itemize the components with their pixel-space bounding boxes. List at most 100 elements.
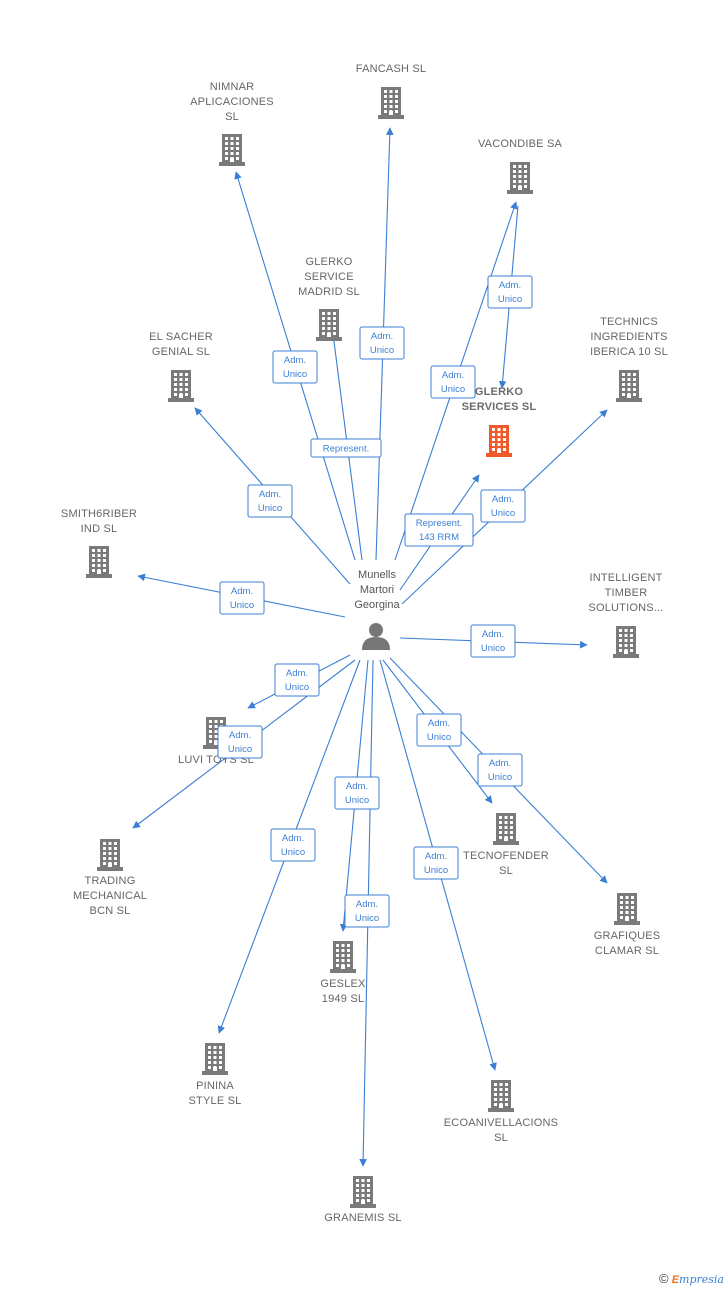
relation-label: Adm. <box>499 280 521 291</box>
company-node-vacondibe[interactable]: VACONDIBE SA <box>478 138 563 194</box>
company-name: IBERICA 10 SL <box>590 346 668 358</box>
company-name: MADRID SL <box>298 286 360 298</box>
person-name: Munells <box>358 569 396 581</box>
company-node-grafiques[interactable]: GRAFIQUES CLAMAR SL <box>594 893 661 957</box>
company-name: SL <box>499 865 513 877</box>
company-name: MECHANICAL <box>73 890 147 902</box>
company-node-fancash[interactable]: FANCASH SL <box>356 63 426 119</box>
company-node-smith6riber[interactable]: SMITH6RIBER IND SL <box>61 508 137 578</box>
relation-label: Unico <box>481 643 505 654</box>
company-name: GRANEMIS SL <box>324 1212 401 1224</box>
relation-badge[interactable]: Adm.Unico <box>470 624 516 658</box>
relation-label: Adm. <box>425 851 447 862</box>
relation-label: Adm. <box>284 355 306 366</box>
building-icon <box>488 1080 514 1112</box>
company-node-glerko-madrid[interactable]: GLERKO SERVICE MADRID SL <box>298 256 360 341</box>
company-name: FANCASH SL <box>356 63 426 75</box>
relation-label: Adm. <box>231 586 253 597</box>
relation-badge[interactable]: Adm.Unico <box>219 581 265 615</box>
person-name: Martori <box>360 584 394 596</box>
relation-label: Unico <box>345 795 369 806</box>
relation-label: Unico <box>285 682 309 693</box>
company-node-ecoanivellacions[interactable]: ECOANIVELLACIONS SL <box>444 1080 558 1144</box>
relation-badge[interactable]: Adm.Unico <box>217 725 263 759</box>
relation-label: Unico <box>370 345 394 356</box>
relation-label: Unico <box>424 865 448 876</box>
building-icon <box>614 893 640 925</box>
company-name: INTELLIGENT <box>589 572 662 584</box>
relation-label: Unico <box>491 508 515 519</box>
relation-label: Adm. <box>356 899 378 910</box>
brand-initial: E <box>671 1274 680 1286</box>
relation-badge[interactable]: Adm.Unico <box>270 828 316 862</box>
company-name: SERVICE <box>304 271 354 283</box>
building-icon <box>86 546 112 578</box>
relation-badge[interactable]: Adm.Unico <box>480 489 526 523</box>
company-name: INGREDIENTS <box>590 331 667 343</box>
company-name: SMITH6RIBER <box>61 508 137 520</box>
company-name: CLAMAR SL <box>595 945 659 957</box>
company-name: GENIAL SL <box>152 346 210 358</box>
relation-label: Adm. <box>259 489 281 500</box>
company-name: SERVICES SL <box>462 401 537 413</box>
company-name: GESLEX <box>320 978 366 990</box>
company-name: GRAFIQUES <box>594 930 661 942</box>
relation-badge[interactable]: Represent. 143 RRM <box>404 513 474 547</box>
relation-badge[interactable]: Adm.Unico <box>430 365 476 399</box>
relation-label: Unico <box>441 384 465 395</box>
company-name: TRADING <box>85 875 136 887</box>
building-icon <box>507 162 533 194</box>
copyright-icon: © <box>659 1271 669 1286</box>
brand-name: mpresia <box>679 1273 724 1286</box>
company-name: SL <box>225 111 239 123</box>
relation-label: Adm. <box>371 331 393 342</box>
building-icon <box>378 87 404 119</box>
relation-badge[interactable]: Adm.Unico <box>477 753 523 787</box>
company-name: IND SL <box>81 523 118 535</box>
footer-brand: © Empresia <box>659 1271 724 1286</box>
relation-badge[interactable]: Adm.Unico <box>272 350 318 384</box>
relation-label: Unico <box>427 732 451 743</box>
relation-label: Unico <box>498 294 522 305</box>
company-name: SL <box>494 1132 508 1144</box>
relation-label: Unico <box>355 913 379 924</box>
building-icon <box>316 309 342 341</box>
building-icon <box>219 134 245 166</box>
relation-label: Adm. <box>282 833 304 844</box>
relation-badge[interactable]: Adm. Unico <box>359 326 405 360</box>
relation-badge[interactable]: Adm. Unico <box>344 894 390 928</box>
relation-label: Adm. <box>229 730 251 741</box>
relation-label: 143 RRM <box>419 532 459 543</box>
relation-label: Adm. <box>346 781 368 792</box>
relation-label: Represent. <box>323 444 369 455</box>
relation-label: Adm. <box>489 758 511 769</box>
company-node-intelligent[interactable]: INTELLIGENTTIMBERSOLUTIONS... <box>588 572 663 658</box>
company-name: 1949 SL <box>322 993 364 1005</box>
person-icon <box>362 623 390 650</box>
company-node-geslex[interactable]: GESLEX 1949 SL <box>320 941 366 1005</box>
building-icon <box>330 941 356 973</box>
building-icon <box>350 1176 376 1208</box>
company-name: TECNOFENDER <box>463 850 549 862</box>
relation-badge[interactable]: Represent. <box>310 438 382 458</box>
relation-badge[interactable]: Adm.Unico <box>247 484 293 518</box>
company-name: GLERKO <box>305 256 352 268</box>
relation-badge[interactable]: Adm. Unico <box>334 776 380 810</box>
relation-badge[interactable]: Adm. Unico <box>413 846 459 880</box>
company-name: EL SACHER <box>149 331 213 343</box>
relation-badge[interactable]: Adm.Unico <box>274 663 320 697</box>
relation-badge[interactable]: Adm. Unico <box>487 275 533 309</box>
relation-label: Represent. <box>416 518 462 529</box>
company-name: ECOANIVELLACIONS <box>444 1117 558 1129</box>
company-node-el-sacher[interactable]: EL SACHER GENIAL SL <box>149 331 213 402</box>
company-node-granemis[interactable]: GRANEMIS SL <box>324 1176 401 1224</box>
relation-badge[interactable]: Adm.Unico <box>416 713 462 747</box>
company-node-tecnofender[interactable]: TECNOFENDER SL <box>463 813 549 877</box>
